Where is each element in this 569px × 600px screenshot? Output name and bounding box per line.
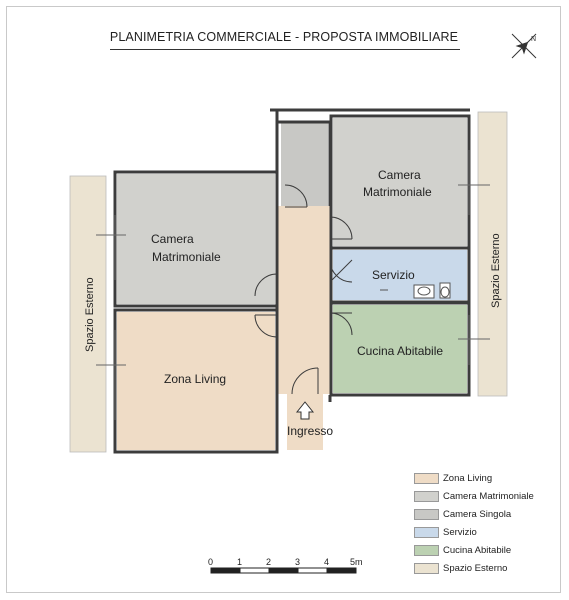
legend-label: Zona Living (443, 472, 493, 484)
label-ingresso: Ingresso (287, 424, 333, 438)
bathroom-fixtures (380, 282, 451, 299)
scale-tick-0: 0 (208, 557, 213, 567)
scale-labels: 0 1 2 3 4 5m (208, 557, 363, 567)
legend-item: Camera Matrimoniale (414, 490, 534, 502)
scale-tick-4: 4 (324, 557, 329, 567)
room-hallway (277, 206, 330, 394)
scale-bar (210, 567, 357, 574)
title-underline (110, 49, 460, 50)
window-marks (96, 150, 490, 420)
room-camera-matrimoniale-left (117, 174, 275, 304)
room-zona-living (117, 312, 275, 450)
legend-item: Camera Singola (414, 508, 511, 520)
spazio-esterno-left (69, 175, 107, 453)
scale-tick-3: 3 (295, 557, 300, 567)
label-cucina: Cucina Abitabile (357, 344, 443, 358)
legend-label: Camera Matrimoniale (443, 490, 534, 502)
legend-label: Spazio Esterno (443, 562, 508, 574)
label-camera-left-line1: Camera (151, 232, 194, 246)
legend-item: Cucina Abitabile (414, 544, 511, 556)
label-camera-right-line1: Camera (378, 168, 421, 182)
legend-label: Camera Singola (443, 508, 512, 520)
legend-label: Cucina Abitabile (443, 544, 512, 556)
legend-swatch (414, 472, 439, 484)
room-camera-singola (281, 122, 328, 206)
legend-swatch (414, 544, 439, 556)
legend-item: Zona Living (414, 472, 492, 484)
legend-item: Servizio (414, 526, 477, 538)
legend-item: Spazio Esterno (414, 562, 507, 574)
entrance-arrow-icon (295, 401, 315, 420)
label-spazio-esterno-left: Spazio Esterno (84, 277, 96, 352)
door-swings (254, 184, 353, 395)
svg-text:N: N (531, 36, 536, 43)
label-camera-left-line2: Matrimoniale (152, 250, 221, 264)
plan-title: PLANIMETRIA COMMERCIALE - PROPOSTA IMMOB… (109, 30, 459, 44)
scale-tick-5: 5m (350, 557, 363, 567)
label-spazio-esterno-right: Spazio Esterno (490, 233, 502, 308)
room-camera-matrimoniale-right (333, 118, 467, 246)
label-camera-right-line2: Matrimoniale (363, 185, 432, 199)
legend-swatch (414, 562, 439, 574)
legend-swatch (414, 508, 439, 520)
spazio-esterno-right (477, 111, 508, 397)
label-zona-living: Zona Living (164, 372, 226, 386)
legend-swatch (414, 490, 439, 502)
north-arrow-icon: N (511, 33, 537, 59)
room-cucina-abitabile (333, 305, 467, 393)
scale-tick-2: 2 (266, 557, 271, 567)
label-servizio: Servizio (372, 268, 415, 282)
legend-label: Servizio (443, 526, 477, 538)
scale-tick-1: 1 (237, 557, 242, 567)
legend-swatch (414, 526, 439, 538)
sheet-border (6, 6, 561, 593)
